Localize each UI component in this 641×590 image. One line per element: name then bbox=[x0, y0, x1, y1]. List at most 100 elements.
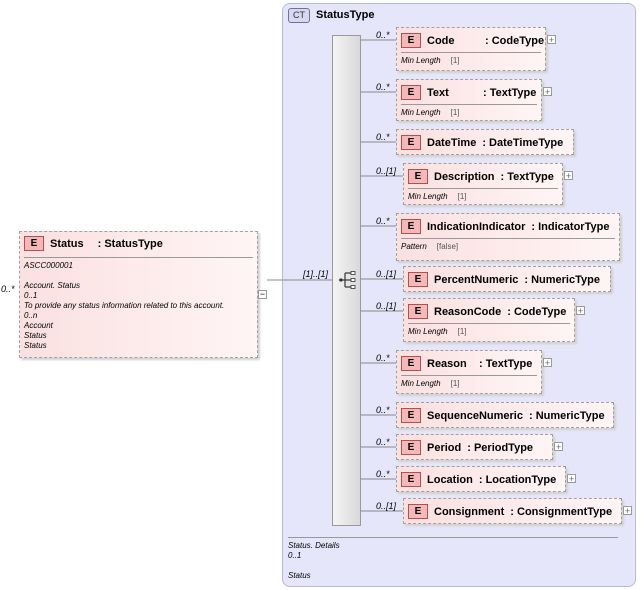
expand-toggle[interactable]: + bbox=[567, 474, 576, 484]
separator bbox=[24, 257, 253, 258]
complex-type-badge: CT bbox=[288, 7, 310, 23]
element-badge: E bbox=[408, 272, 428, 287]
element-name: Description bbox=[434, 170, 495, 183]
child-cardinality: 0..[1] bbox=[376, 166, 397, 176]
element-badge: E bbox=[401, 219, 421, 234]
child-cardinality: 0..* bbox=[376, 216, 390, 226]
separator bbox=[401, 238, 615, 239]
root-element-cardinality: 0..* bbox=[1, 284, 15, 294]
element-type: : CodeType bbox=[507, 305, 567, 318]
element-name: ReasonCode bbox=[434, 305, 502, 318]
separator bbox=[288, 537, 618, 538]
expand-toggle[interactable]: + bbox=[554, 442, 563, 452]
element-type: : ConsignmentType bbox=[510, 505, 613, 518]
element-name: IndicationIndicator bbox=[427, 220, 526, 233]
child-cardinality: 0..* bbox=[376, 132, 390, 142]
expand-toggle[interactable]: + bbox=[547, 35, 556, 45]
sequence-icon bbox=[339, 271, 356, 289]
element-name: PercentNumeric bbox=[434, 273, 519, 286]
doc-line: ASCC000001 bbox=[24, 261, 73, 270]
expand-toggle[interactable]: + bbox=[623, 506, 632, 516]
facet-value: [1] bbox=[450, 56, 460, 65]
element-name: Reason bbox=[427, 357, 467, 370]
expand-toggle[interactable]: + bbox=[564, 171, 573, 181]
element-header: E ReasonCode : CodeType bbox=[408, 304, 566, 319]
element-badge: E bbox=[408, 504, 428, 519]
sequence-cardinality: [1]..[1] bbox=[303, 269, 329, 279]
element-badge: E bbox=[401, 85, 421, 100]
doc-line: 0..1 bbox=[288, 551, 302, 560]
element-facet: Pattern [false] bbox=[401, 242, 458, 251]
element-badge: E bbox=[408, 304, 428, 319]
child-cardinality: 0..* bbox=[376, 30, 390, 40]
element-type: : CodeType bbox=[485, 34, 545, 47]
doc-line: Status bbox=[24, 331, 47, 340]
facet-value: [false] bbox=[436, 242, 459, 251]
expand-toggle[interactable]: + bbox=[543, 87, 552, 97]
facet-label: Min Length bbox=[401, 108, 441, 117]
complex-type-documentation: Status. Details 0..1 Status bbox=[288, 541, 340, 581]
complex-type-header: CT StatusType bbox=[288, 7, 374, 23]
element-badge: E bbox=[401, 472, 421, 487]
element-name: Period bbox=[427, 441, 462, 454]
facet-label: Pattern bbox=[401, 242, 427, 251]
element-badge: E bbox=[408, 169, 428, 184]
child-cardinality: 0..* bbox=[376, 437, 390, 447]
doc-line: 0..1 bbox=[24, 291, 38, 300]
separator bbox=[408, 323, 570, 324]
child-cardinality: 0..* bbox=[376, 353, 390, 363]
element-name: Location bbox=[427, 473, 473, 486]
doc-line: To provide any status information relate… bbox=[24, 301, 225, 310]
expand-toggle[interactable]: + bbox=[543, 358, 552, 368]
root-element-status[interactable]: E Status : StatusType ASCC000001 Account… bbox=[19, 231, 258, 358]
element-header: E Consignment : ConsignmentType bbox=[408, 504, 612, 519]
element-name: DateTime bbox=[427, 136, 477, 149]
element-percentnumeric[interactable]: E PercentNumeric : NumericType bbox=[403, 266, 611, 292]
facet-value: [1] bbox=[450, 379, 460, 388]
element-header: E Description : TextType bbox=[408, 169, 554, 184]
element-facet: Min Length [1] bbox=[401, 379, 460, 388]
element-type: : TextType bbox=[479, 357, 533, 370]
element-name: Consignment bbox=[434, 505, 505, 518]
element-header: E PercentNumeric : NumericType bbox=[408, 272, 600, 287]
element-type: : TextType bbox=[500, 170, 554, 183]
facet-value: [1] bbox=[450, 108, 460, 117]
element-name: Text bbox=[427, 86, 449, 99]
element-name: Status bbox=[50, 237, 84, 250]
element-facet: Min Length[1] bbox=[408, 327, 467, 336]
element-badge: E bbox=[401, 440, 421, 455]
separator bbox=[401, 52, 541, 53]
element-badge: E bbox=[24, 236, 44, 251]
expand-toggle[interactable]: + bbox=[576, 306, 585, 316]
child-cardinality: 0..[1] bbox=[376, 301, 397, 311]
collapse-toggle[interactable]: − bbox=[258, 289, 267, 299]
element-type: : DateTimeType bbox=[482, 136, 564, 149]
doc-line bbox=[24, 271, 224, 281]
doc-line: Account bbox=[24, 321, 53, 330]
child-cardinality: 0..[1] bbox=[376, 269, 397, 279]
element-badge: E bbox=[401, 33, 421, 48]
facet-label: Min Length bbox=[401, 379, 441, 388]
separator bbox=[408, 188, 558, 189]
element-name: SequenceNumeric bbox=[427, 409, 523, 422]
element-type: : NumericType bbox=[524, 273, 600, 286]
doc-line: Status. Details bbox=[288, 541, 340, 550]
root-element-documentation: ASCC000001 Account. Status 0..1 To provi… bbox=[24, 261, 224, 351]
element-consignment[interactable]: E Consignment : ConsignmentType bbox=[403, 498, 622, 524]
element-type: : StatusType bbox=[97, 237, 163, 250]
